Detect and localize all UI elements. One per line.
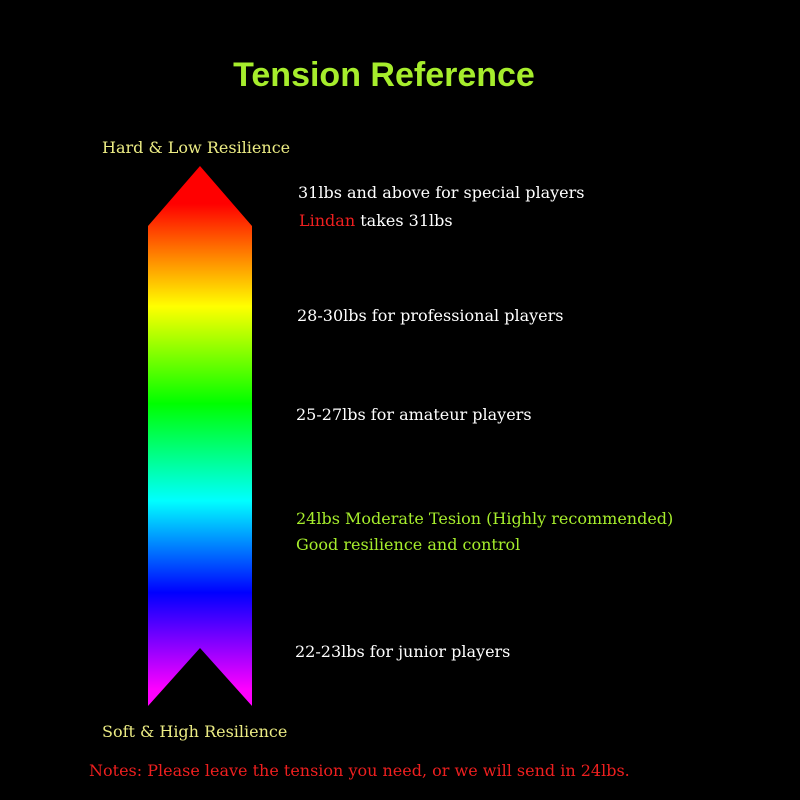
gradient-arrow-graphic bbox=[148, 166, 252, 706]
player-name-highlight: Lindan bbox=[299, 211, 356, 230]
tier-special-text: 31lbs and above for special players bbox=[298, 183, 585, 202]
tension-gradient-arrow bbox=[148, 166, 252, 707]
tier-recommended-note: Good resilience and control bbox=[296, 535, 521, 554]
tier-professional-text: 28-30lbs for professional players bbox=[297, 306, 564, 325]
top-scale-label: Hard & Low Resilience bbox=[102, 138, 291, 157]
tier-junior-text: 22-23lbs for junior players bbox=[295, 642, 511, 661]
arrow-shape bbox=[148, 166, 252, 706]
tier-recommended-text: 24lbs Moderate Tesion (Highly recommende… bbox=[296, 509, 674, 528]
tier-amateur-text: 25-27lbs for amateur players bbox=[296, 405, 532, 424]
player-tension-text: takes 31lbs bbox=[355, 211, 453, 230]
page-title: Tension Reference bbox=[233, 56, 535, 94]
notes-text: Notes: Please leave the tension you need… bbox=[89, 761, 630, 780]
bottom-scale-label: Soft & High Resilience bbox=[102, 722, 288, 741]
tier-special-note: Lindan takes 31lbs bbox=[299, 211, 453, 231]
